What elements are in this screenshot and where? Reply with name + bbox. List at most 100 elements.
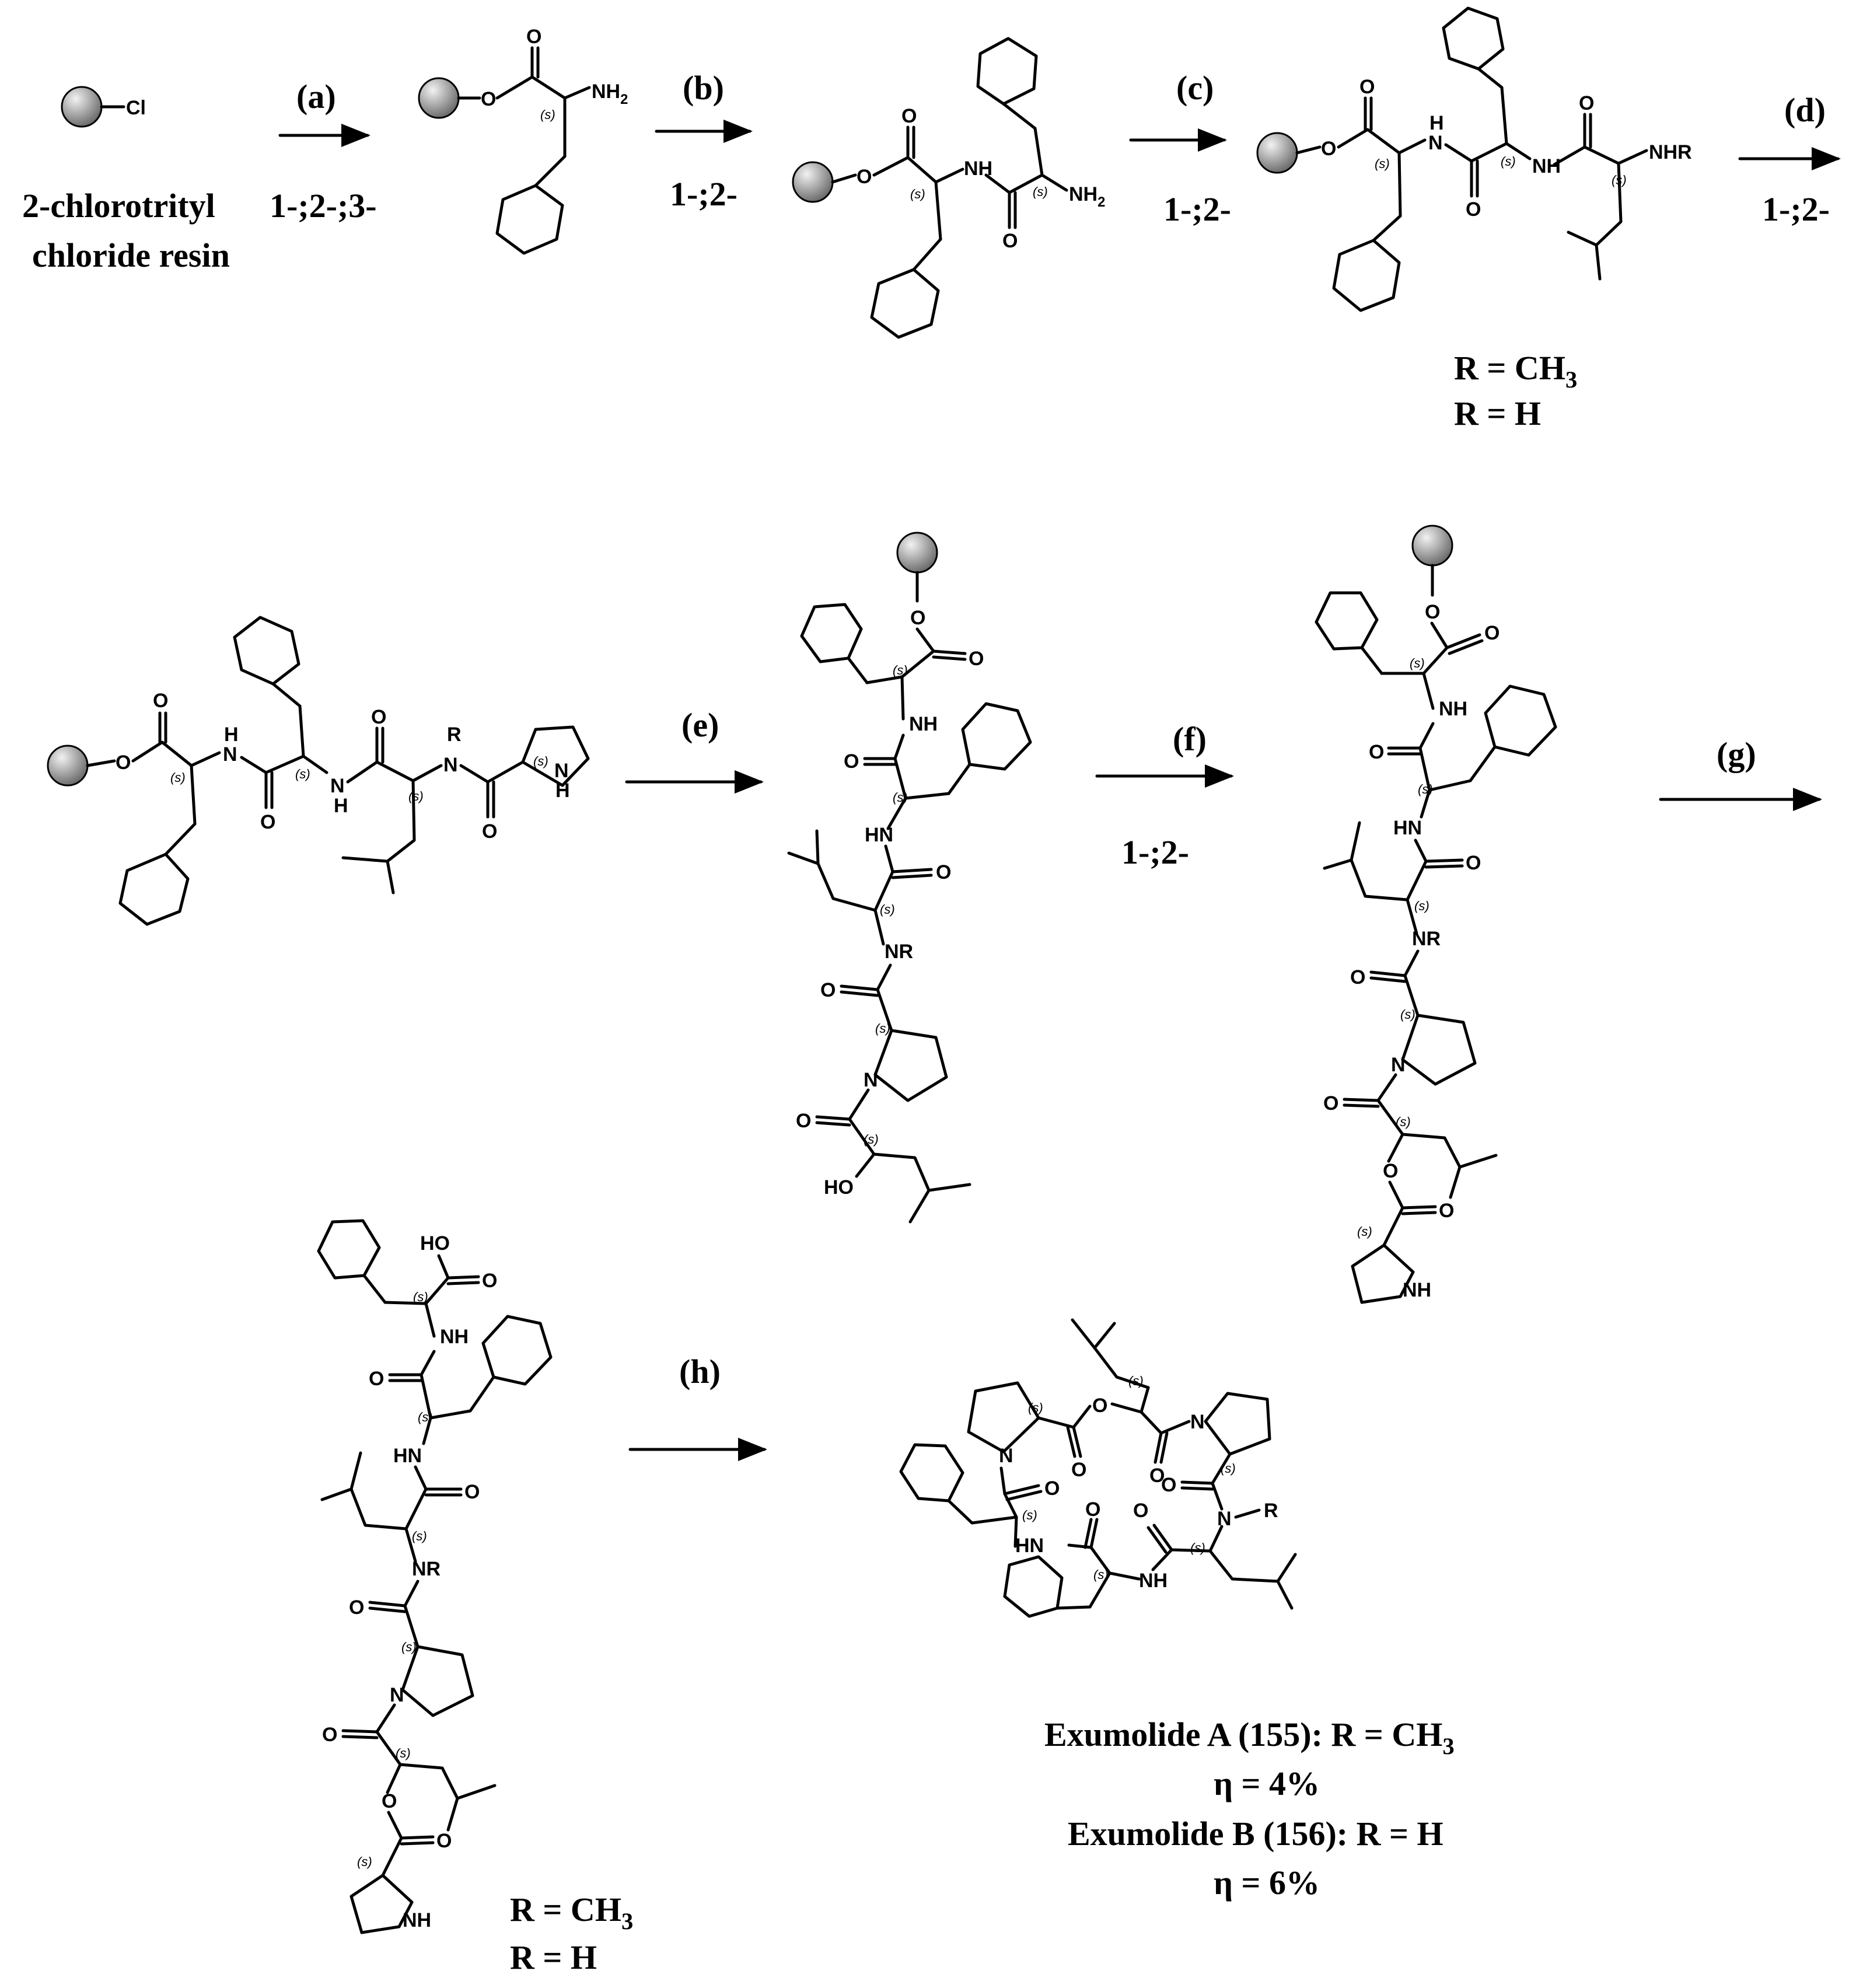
exumolide-b-label: Exumolide B (156): R = H [1068,1815,1443,1853]
carbonyl-oxygen: O [1085,1498,1100,1521]
carbonyl-oxygen: O [1484,622,1500,644]
stereo-descriptor: (s) [1501,154,1516,169]
stereo-descriptor: (s) [533,754,548,768]
carbonyl-oxygen: O [1323,1092,1338,1114]
step-f-conditions: 1-;2- [1121,833,1189,871]
amide-h: H [1429,112,1444,134]
amide-nr: NR [1412,928,1441,950]
ester-oxygen: O [1092,1395,1107,1417]
step-f-label: (f) [1173,720,1207,758]
amide-n: N [443,754,458,776]
step-h: (h) [628,1353,767,1461]
stereo-descriptor: (s) [295,767,310,781]
stereo-descriptor: (s) [1190,1540,1205,1555]
benzene-ring [976,37,1038,106]
r-substituent: R [447,724,462,746]
r-methyl-label: R = CH3 [1454,349,1577,393]
carbonyl-oxygen: O [844,750,859,773]
resin-tetrapeptide: O O (s) H N O (s) H N O (s) R N O (s) N … [47,616,590,926]
carbonyl-oxygen: O [820,979,836,1001]
carbonyl-oxygen: O [1161,1474,1176,1496]
resin-phe-phe-leu: O O (s) H N O (s) NH O (s) NHR R = CH3 R… [1256,6,1692,432]
benzene-ring [1484,684,1557,757]
resin-bead-icon [1411,525,1453,567]
stereo-descriptor: (s) [893,663,908,677]
step-e-label: (e) [681,706,719,744]
amine-group: NH2 [1069,183,1105,210]
benzene-ring [317,1219,381,1280]
step-a-label: (a) [296,78,336,116]
carbonyl-oxygen: O [796,1110,811,1132]
step-c-conditions: 1-;2- [1163,190,1231,228]
benzene-ring [495,184,564,255]
pyrrolidine-ring [401,1645,474,1717]
linear-depsipeptide-acid: HO O (s) NH O (s) HN O (s) NR [317,1219,633,1976]
stereo-descriptor: (s) [1400,1007,1415,1022]
step-d-conditions: 1-;2- [1762,190,1830,228]
step-f: (f) 1-;2- [1095,720,1234,871]
r-substituent: R [1264,1500,1278,1522]
amide-nh: NH [1532,155,1561,177]
pyrrolidine-nh: NH [403,1909,431,1931]
carbonyl-oxygen: O [1466,198,1481,221]
exumolide-b-yield: η = 6% [1214,1864,1320,1902]
carbonyl-oxygen: O [1071,1459,1086,1481]
resin-bead-icon [418,77,460,119]
benzene-ring [800,603,863,663]
stereo-descriptor: (s) [1128,1374,1144,1388]
carbonyl-oxygen: O [936,861,951,883]
stereo-descriptor: (s) [540,107,555,122]
stereo-descriptor: (s) [170,770,186,785]
resin-phe: O O NH2 (s) [418,26,628,255]
pyrrolidine-ring [967,1381,1040,1454]
carbonyl-oxygen: O [1369,741,1384,763]
resin-phe-phe: O O NH O NH2 (s) (s) [792,37,1105,339]
carbonyl-oxygen: O [369,1368,384,1390]
resin-bead-icon [61,86,103,128]
chlorotrityl-resin: Cl 2-chlorotrityl chloride resin [22,86,230,274]
exumolide-a-yield: η = 4% [1214,1765,1320,1802]
stereo-descriptor: (s) [880,902,895,917]
benzene-ring [1003,1555,1064,1618]
carbonyl-oxygen: O [1044,1477,1060,1500]
carbonyl-oxygen: O [1359,76,1375,98]
ester-oxygen: O [857,166,872,188]
amide-hn: HN [393,1445,422,1467]
resin-name-line2: chloride resin [32,236,230,274]
ester-oxygen: O [1321,138,1336,160]
carbonyl-oxygen: O [1579,92,1594,114]
step-h-label: (h) [679,1353,721,1390]
amide-n: N [1428,132,1443,154]
benzene-ring [1332,239,1401,312]
pyrrolidine-n: N [864,1069,878,1091]
carbonyl-oxygen: O [1133,1500,1148,1522]
stereo-descriptor: (s) [1375,156,1390,171]
step-d-label: (d) [1784,91,1826,129]
ester-oxygen: O [1383,1160,1398,1182]
stereo-descriptor: (s) [864,1132,879,1147]
chlorine-atom: Cl [126,97,146,119]
benzene-ring [1442,6,1505,71]
carbonyl-oxygen: O [969,648,984,670]
pyrrolidine-ring [1401,1014,1477,1086]
exumolide-macrocycle: (s) O O (s) N O N (s) O N R (s) [899,1318,1455,1902]
step-b-conditions: 1-;2- [670,175,737,213]
stereo-descriptor: (s) [875,1021,890,1036]
amide-hn: HN [1015,1535,1044,1557]
stereo-descriptor: (s) [413,1290,428,1304]
benzene-ring [961,702,1032,771]
carbonyl-oxygen: O [1350,966,1365,988]
step-b-label: (b) [683,69,724,107]
ester-oxygen: O [116,752,131,774]
stereo-descriptor: (s) [1410,656,1425,670]
amide-nh: NH [1139,1570,1168,1592]
resin-bead-icon [792,161,834,203]
pyrrolidine-ring [349,1874,414,1934]
carbonyl-oxygen: O [901,105,917,127]
r-hydrogen-label: R = H [510,1938,597,1976]
carbonyl-oxygen: O [260,811,275,833]
carbonyl-oxygen: O [322,1724,337,1746]
carbonyl-oxygen: O [526,26,541,48]
amide-nh: NH [440,1326,469,1348]
